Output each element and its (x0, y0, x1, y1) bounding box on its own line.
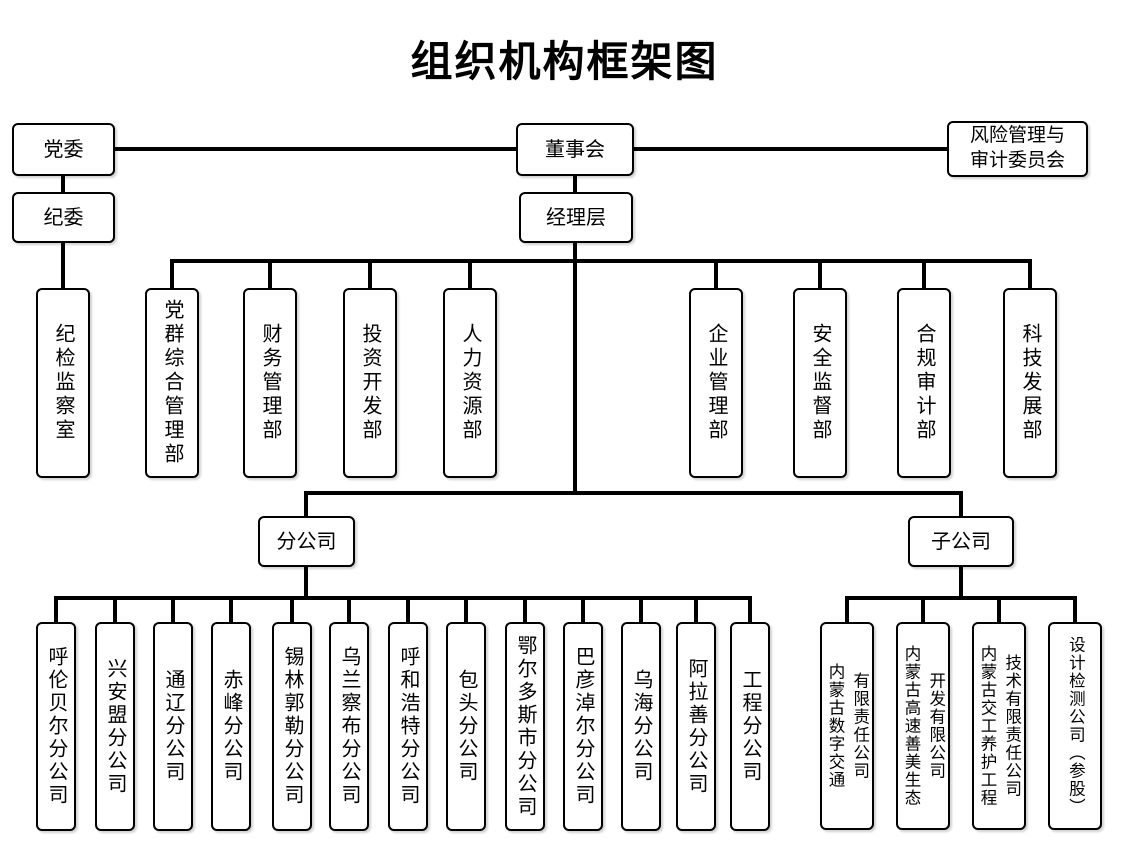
connector-line (347, 596, 351, 622)
branch-node: 包头分公司 (446, 622, 486, 831)
branch-node: 呼和浩特分公司 (388, 622, 428, 831)
branch-group-node: 分公司 (258, 516, 355, 567)
branch-node: 乌海分公司 (621, 622, 661, 831)
connector-line (304, 491, 308, 516)
connector-line (639, 596, 643, 622)
branch-node: 通辽分公司 (153, 622, 193, 831)
department-node: 人力资源部 (443, 288, 497, 478)
connector-line (818, 259, 822, 288)
subsidiary-node: 内蒙古数字交通 有限责任公司 (820, 622, 874, 830)
connector-line (61, 243, 65, 288)
department-node: 党群综合管理部 (145, 288, 199, 478)
connector-line (464, 596, 468, 622)
branch-node: 鄂尔多斯市分公司 (505, 622, 545, 831)
branch-node: 锡林郭勒分公司 (272, 622, 312, 831)
connector-line (171, 596, 175, 622)
node-discipline-committee: 纪委 (12, 192, 115, 243)
department-node: 投资开发部 (343, 288, 397, 478)
connector-line (290, 596, 294, 622)
subsidiary-node: 内蒙古交工养护工程 技术有限责任公司 (972, 622, 1026, 830)
branch-node: 工程分公司 (730, 622, 770, 831)
connector-line (468, 259, 472, 288)
department-node: 安全监督部 (793, 288, 847, 478)
subsidiary-node: 设计检测公司（参股） (1048, 622, 1102, 830)
connector-line (113, 596, 117, 622)
connector-line (845, 596, 849, 622)
connector-line (573, 176, 577, 192)
subsidiary-node: 内蒙古高速善美生态 开发有限公司 (896, 622, 950, 830)
connector-line (714, 259, 718, 288)
branch-node: 巴彦淖尔分公司 (563, 622, 603, 831)
connector-line (921, 596, 925, 622)
connector-line (268, 259, 272, 288)
connector-line (1073, 596, 1077, 622)
connector-line (748, 596, 752, 622)
connector-line (573, 243, 577, 492)
connector-line (634, 147, 948, 151)
connector-line (694, 596, 698, 622)
node-board: 董事会 (516, 123, 634, 176)
department-node: 企业管理部 (689, 288, 743, 478)
connector-line (304, 491, 963, 495)
node-discipline-inspection-office: 纪检监察室 (36, 288, 90, 478)
connector-line (523, 596, 527, 622)
connector-line (581, 596, 585, 622)
connector-line (54, 596, 58, 622)
connector-line (115, 147, 516, 151)
connector-line (170, 259, 1032, 263)
department-node: 合规审计部 (897, 288, 951, 478)
connector-line (368, 259, 372, 288)
connector-line (170, 259, 174, 288)
branch-node: 阿拉善分公司 (676, 622, 716, 831)
department-node: 财务管理部 (243, 288, 297, 478)
connector-line (61, 176, 65, 192)
connector-line (54, 596, 752, 600)
node-management-layer: 经理层 (519, 192, 633, 243)
subsidiary-group-node: 子公司 (908, 516, 1014, 567)
connector-line (922, 259, 926, 288)
connector-line (845, 596, 1077, 600)
node-party-committee: 党委 (12, 123, 115, 176)
connector-line (959, 491, 963, 516)
connector-line (406, 596, 410, 622)
branch-node: 兴安盟分公司 (95, 622, 135, 831)
department-node: 科技发展部 (1003, 288, 1057, 478)
connector-line (1028, 259, 1032, 288)
branch-node: 呼伦贝尔分公司 (36, 622, 76, 831)
page-title: 组织机构框架图 (410, 38, 719, 85)
connector-line (229, 596, 233, 622)
connector-line (959, 567, 963, 598)
branch-node: 赤峰分公司 (211, 622, 251, 831)
connector-line (304, 567, 308, 598)
branch-node: 乌兰察布分公司 (329, 622, 369, 831)
node-risk-audit-committee: 风险管理与 审计委员会 (947, 121, 1088, 177)
connector-line (997, 596, 1001, 622)
